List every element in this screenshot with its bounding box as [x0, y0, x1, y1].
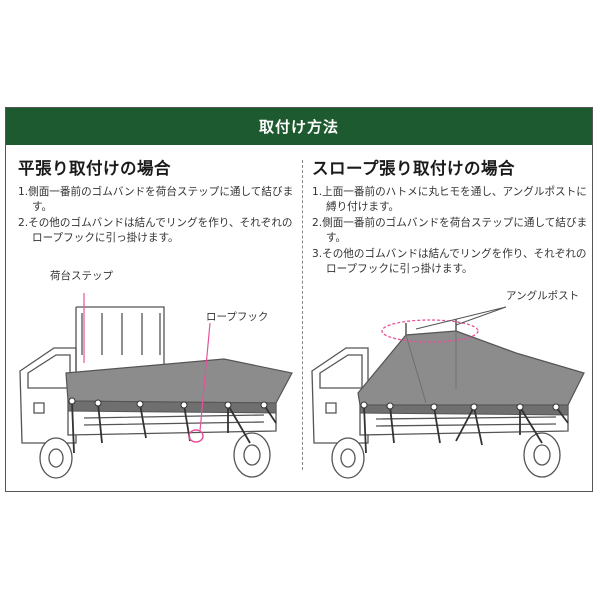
slope-step-1: 1.上面一番前のハトメに丸ヒモを通し、アングルポストに縛り付けます。 — [312, 186, 587, 213]
flat-install-title: 平張り取付けの場合 — [18, 159, 171, 178]
flat-install-column: 平張り取付けの場合 1.側面一番前のゴムバンドを荷台ステップに通して結びます。 … — [18, 145, 298, 247]
slope-install-title: スロープ張り取付けの場合 — [312, 159, 516, 178]
slope-step-3: 3.その他のゴムバンドは結んでリングを作り、それぞれのロープフックに引っ掛けます… — [312, 248, 587, 275]
slope-install-column: スロープ張り取付けの場合 1.上面一番前のハトメに丸ヒモを通し、アングルポストに… — [312, 145, 590, 278]
column-divider — [302, 160, 303, 470]
slope-install-truck-illustration — [311, 306, 585, 479]
flat-step-1: 1.側面一番前のゴムバンドを荷台ステップに通して結びます。 — [18, 186, 294, 213]
hook-callout: ロープフック — [206, 311, 269, 323]
section-title: 取付け方法 — [258, 118, 339, 136]
flat-install-steps: 1.側面一番前のゴムバンドを荷台ステップに通して結びます。 2.その他のゴムバン… — [18, 185, 298, 246]
flat-install-truck-illustration — [19, 293, 293, 479]
slope-install-steps: 1.上面一番前のハトメに丸ヒモを通し、アングルポストに縛り付けます。 2.側面一… — [312, 185, 590, 277]
instruction-panel: 取付け方法 平張り取付けの場合 1.側面一番前のゴムバンドを荷台ステップに通して… — [5, 107, 593, 492]
section-header: 取付け方法 — [6, 108, 592, 145]
slope-step-2: 2.側面一番前のゴムバンドを荷台ステップに通して結びます。 — [312, 217, 588, 244]
post-callout: アングルポスト — [506, 290, 580, 302]
step-callout: 荷台ステップ — [50, 270, 113, 282]
flat-step-2: 2.その他のゴムバンドは結んでリングを作り、それぞれのロープフックに引っ掛けます… — [18, 217, 293, 244]
